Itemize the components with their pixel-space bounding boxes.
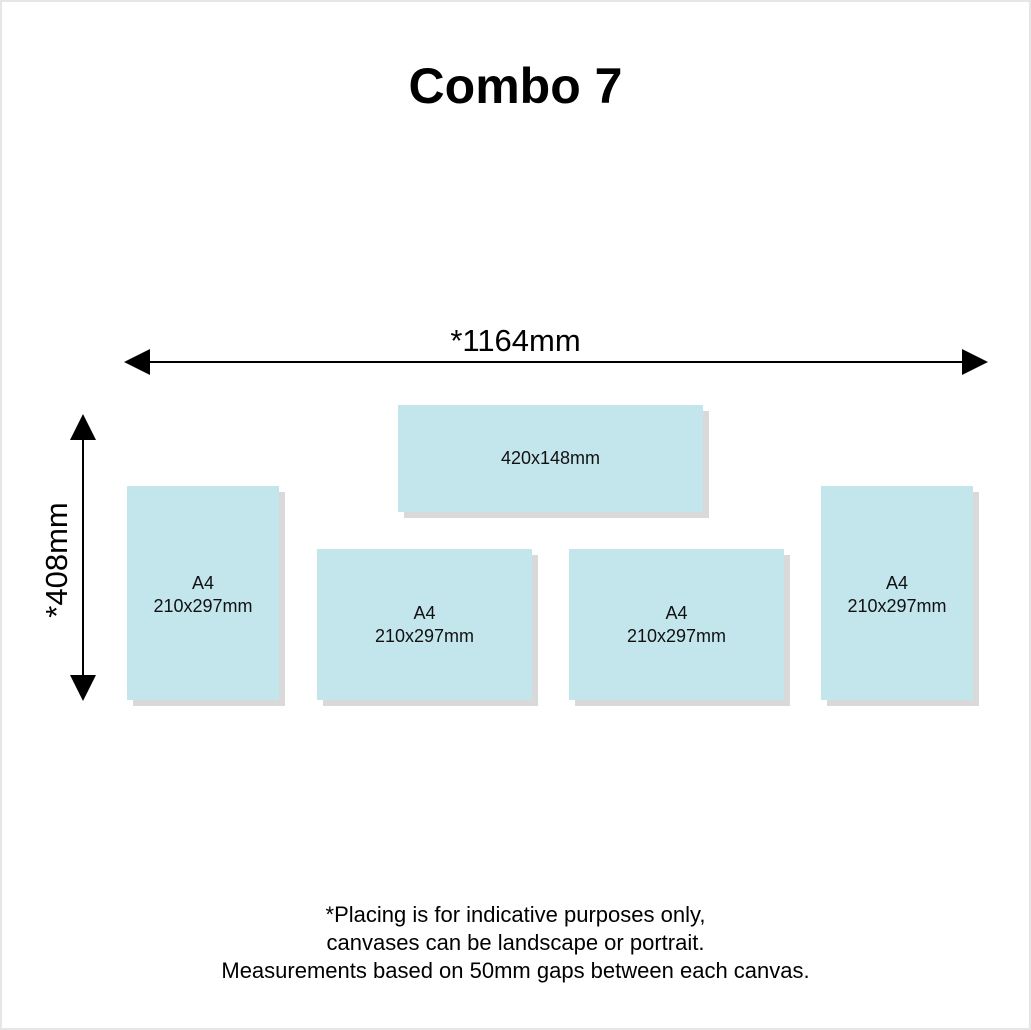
canvas-name: A4 — [191, 573, 215, 593]
canvas-center-left: A4 210x297mm — [317, 549, 532, 700]
canvas-name: A4 — [885, 573, 909, 593]
canvas-name: A4 — [665, 602, 688, 623]
footnote-line-3: Measurements based on 50mm gaps between … — [221, 958, 810, 983]
width-dimension-label: *1164mm — [0, 324, 1031, 358]
canvas-right-portrait: A4 210x297mm — [821, 486, 973, 700]
width-dimension-line — [145, 361, 967, 363]
footnote: *Placing is for indicative purposes only… — [0, 901, 1031, 985]
footnote-line-1: *Placing is for indicative purposes only… — [325, 902, 706, 927]
canvas-size: 210x297mm — [626, 625, 727, 646]
canvas-left-portrait: A4 210x297mm — [127, 486, 279, 700]
arrow-down-icon — [70, 675, 96, 701]
canvas-top-landscape: 420x148mm — [398, 405, 703, 512]
width-label-text: *1164mm — [450, 323, 581, 358]
canvas-center-right: A4 210x297mm — [569, 549, 784, 700]
canvas-size: 210x297mm — [153, 596, 253, 616]
canvas-size: 210x297mm — [374, 625, 475, 646]
height-dimension-line — [82, 430, 84, 688]
arrow-right-icon — [962, 349, 988, 375]
canvas-size: 210x297mm — [847, 596, 947, 616]
page-title: Combo 7 — [408, 58, 623, 114]
canvas-name: A4 — [413, 602, 436, 623]
footnote-line-2: canvases can be landscape or portrait. — [326, 930, 705, 955]
canvas-size: 420x148mm — [500, 448, 601, 468]
height-dimension-label: *408mm — [39, 502, 74, 618]
